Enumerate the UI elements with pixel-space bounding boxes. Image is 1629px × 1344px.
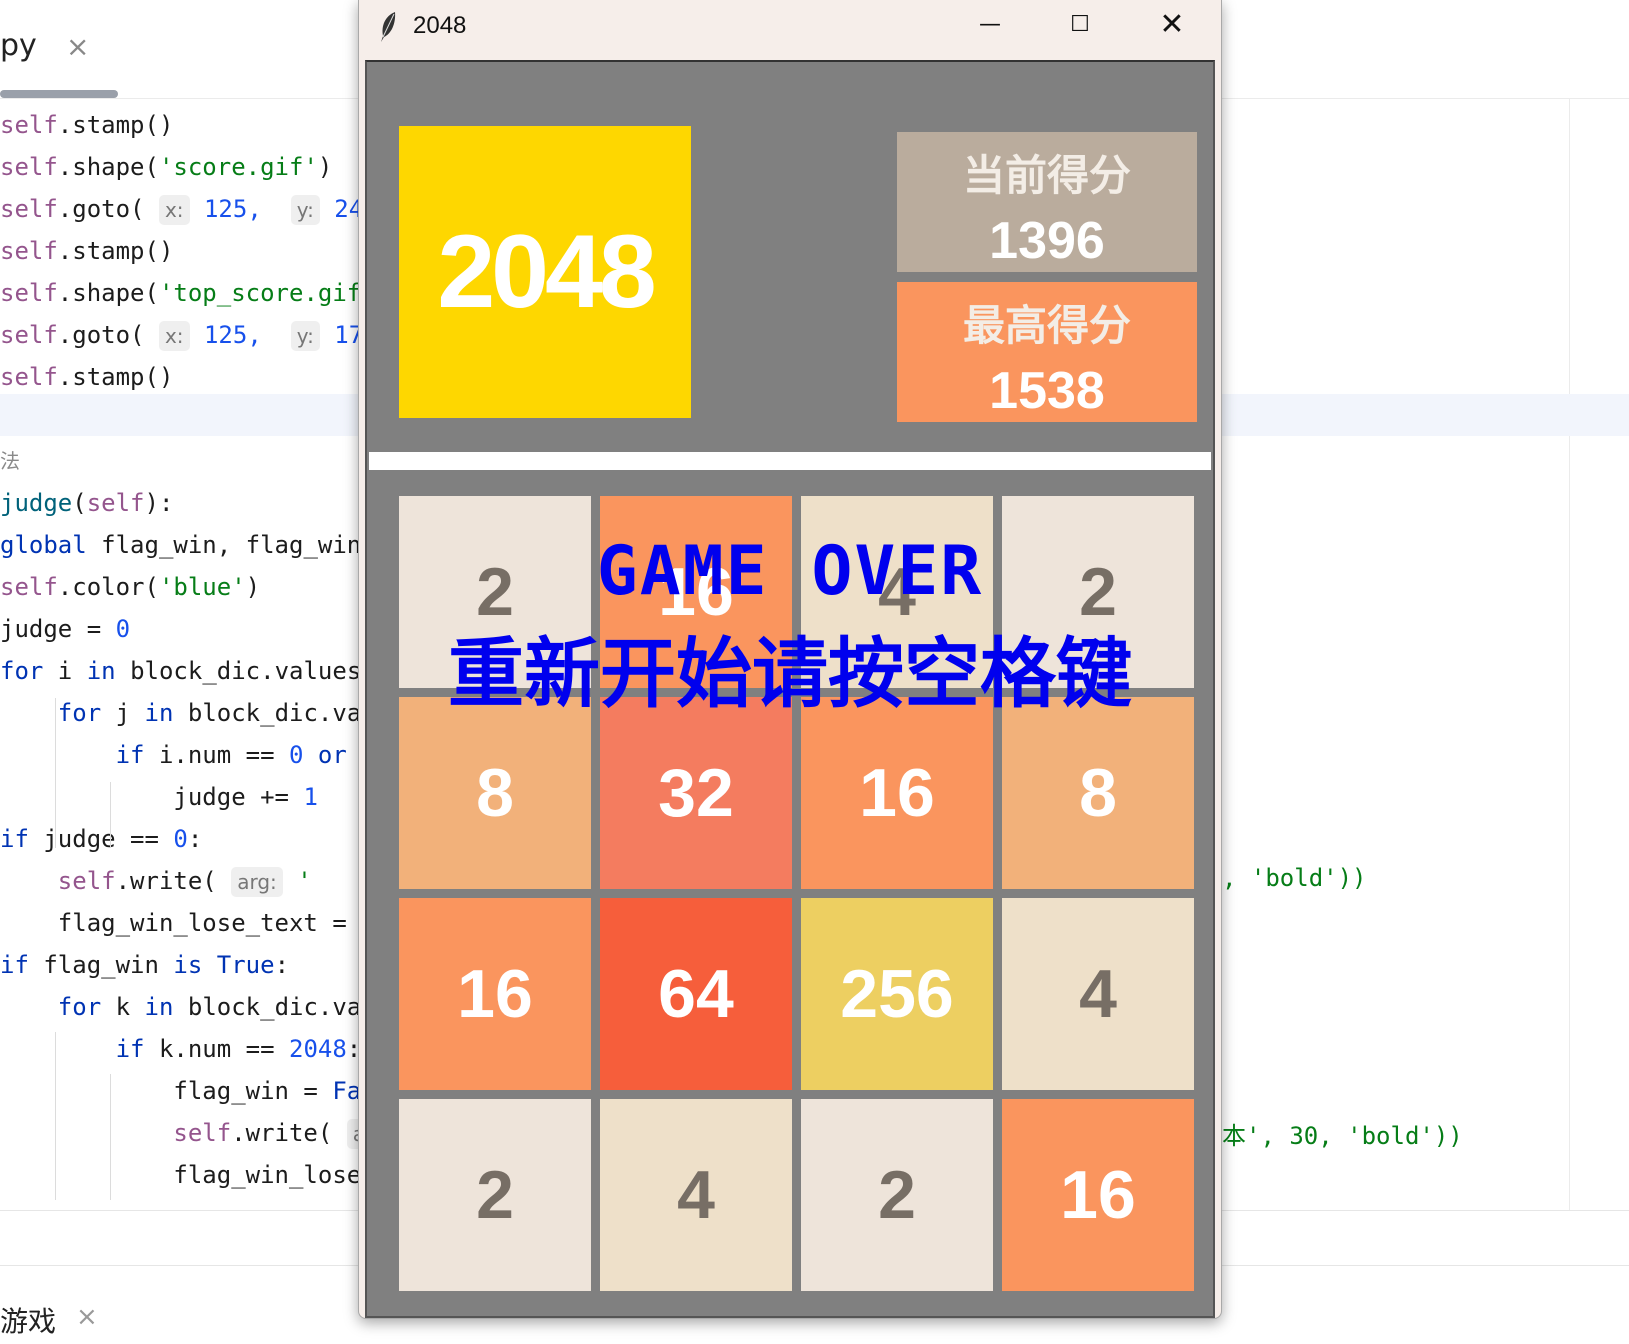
game-logo: 2048 (399, 126, 691, 418)
code-fragment: 本', 30, 'bold')) (1222, 1122, 1463, 1150)
code-editor[interactable]: self.stamp() self.shape('score.gif') sel… (0, 104, 360, 1196)
board-tile: 16 (1002, 1099, 1194, 1291)
code-comment: 法 (0, 449, 20, 473)
board-tile: 16 (399, 898, 591, 1090)
right-margin-guide (1569, 98, 1570, 1210)
param-hint: y: (290, 321, 320, 351)
param-hint: x: (158, 321, 190, 351)
board-tile: 16 (600, 496, 792, 688)
board-tile: 4 (1002, 898, 1194, 1090)
indent-guide (110, 1074, 111, 1200)
board-tile: 2 (399, 1099, 591, 1291)
board-tile: 8 (1002, 697, 1194, 889)
code-line: self.stamp() (0, 237, 174, 265)
run-tab-close-icon[interactable]: × (76, 1302, 98, 1332)
code-line: flag_win_lose_ (0, 1161, 360, 1189)
window-titlebar[interactable]: 2048 — ☐ ✕ (359, 0, 1221, 56)
board-tile: 256 (801, 898, 993, 1090)
code-line: self.stamp() (0, 111, 174, 139)
top-score-panel: 最高得分 1538 (897, 282, 1197, 422)
param-hint: y: (290, 195, 320, 225)
editor-tab-label[interactable]: py (0, 28, 37, 63)
header-separator (369, 452, 1211, 470)
board-tile: 2 (1002, 496, 1194, 688)
current-score-panel: 当前得分 1396 (897, 132, 1197, 272)
code-fragment: , 'bold')) (1222, 864, 1367, 892)
board-tile: 32 (600, 697, 792, 889)
code-line (0, 398, 360, 440)
param-hint: x: (158, 195, 190, 225)
code-line: self.color('blue') (0, 573, 261, 601)
code-line: if i.num == 0 or i (115, 741, 347, 769)
code-line: self.shape('score.gif') (0, 153, 333, 181)
code-line: if flag_win is True: (0, 951, 290, 979)
minimize-button[interactable]: — (979, 12, 1001, 37)
indent-guide (55, 1032, 56, 1200)
game-over-text: GAME OVER (596, 532, 984, 611)
code-line: self.stamp() (0, 363, 174, 391)
run-tab-label[interactable]: 游戏 (0, 1305, 57, 1338)
active-tab-indicator (0, 90, 118, 98)
code-line: judge += 1 (0, 783, 318, 811)
close-button[interactable]: ✕ (1159, 7, 1185, 42)
top-score-value: 1538 (989, 362, 1105, 420)
board-tile: 16 (801, 697, 993, 889)
board-tile: 64 (600, 898, 792, 1090)
code-line: for j in block_dic.val (57, 699, 360, 727)
current-score-value: 1396 (989, 212, 1105, 270)
code-line: judge = 0 (0, 615, 131, 643)
window-title: 2048 (413, 12, 467, 39)
code-line: flag_win_lose_text = F (0, 909, 360, 937)
param-hint: arg: (231, 867, 283, 897)
code-line: self.write( ar (0, 1112, 360, 1154)
board-tile: 4 (801, 496, 993, 688)
feather-icon (381, 12, 396, 42)
code-line: judge(self): (0, 489, 174, 517)
indent-guide (110, 782, 111, 848)
code-line: global flag_win, flag_win_ (0, 531, 360, 559)
indent-guide (55, 698, 56, 848)
code-line: if k.num == 2048: (115, 1035, 360, 1063)
code-line: self.shape('top_score.gif' (0, 279, 360, 307)
board-tile: 8 (399, 697, 591, 889)
code-line: self.goto( x: 125, y: 245) (0, 195, 360, 225)
code-line: flag_win = Fal (0, 1077, 360, 1105)
board-tile: 2 (399, 496, 591, 688)
code-line: if judge == 0: (0, 825, 203, 853)
restart-hint-text: 重新开始请按空格键 (448, 629, 1132, 718)
top-score-label: 最高得分 (962, 301, 1131, 350)
maximize-button[interactable]: ☐ (1070, 12, 1090, 37)
board-tile: 4 (600, 1099, 792, 1291)
param-hint: ar (346, 1119, 360, 1149)
code-line: self.goto( x: 125, y: 170) (0, 321, 360, 351)
code-line: self.write( arg: ' (57, 867, 312, 897)
editor-tab-close-icon[interactable]: × (66, 30, 90, 63)
current-score-label: 当前得分 (962, 151, 1131, 200)
board-tile: 2 (801, 1099, 993, 1291)
code-line: for k in block_dic.val (57, 993, 360, 1021)
code-line: for i in block_dic.values( (0, 657, 360, 685)
